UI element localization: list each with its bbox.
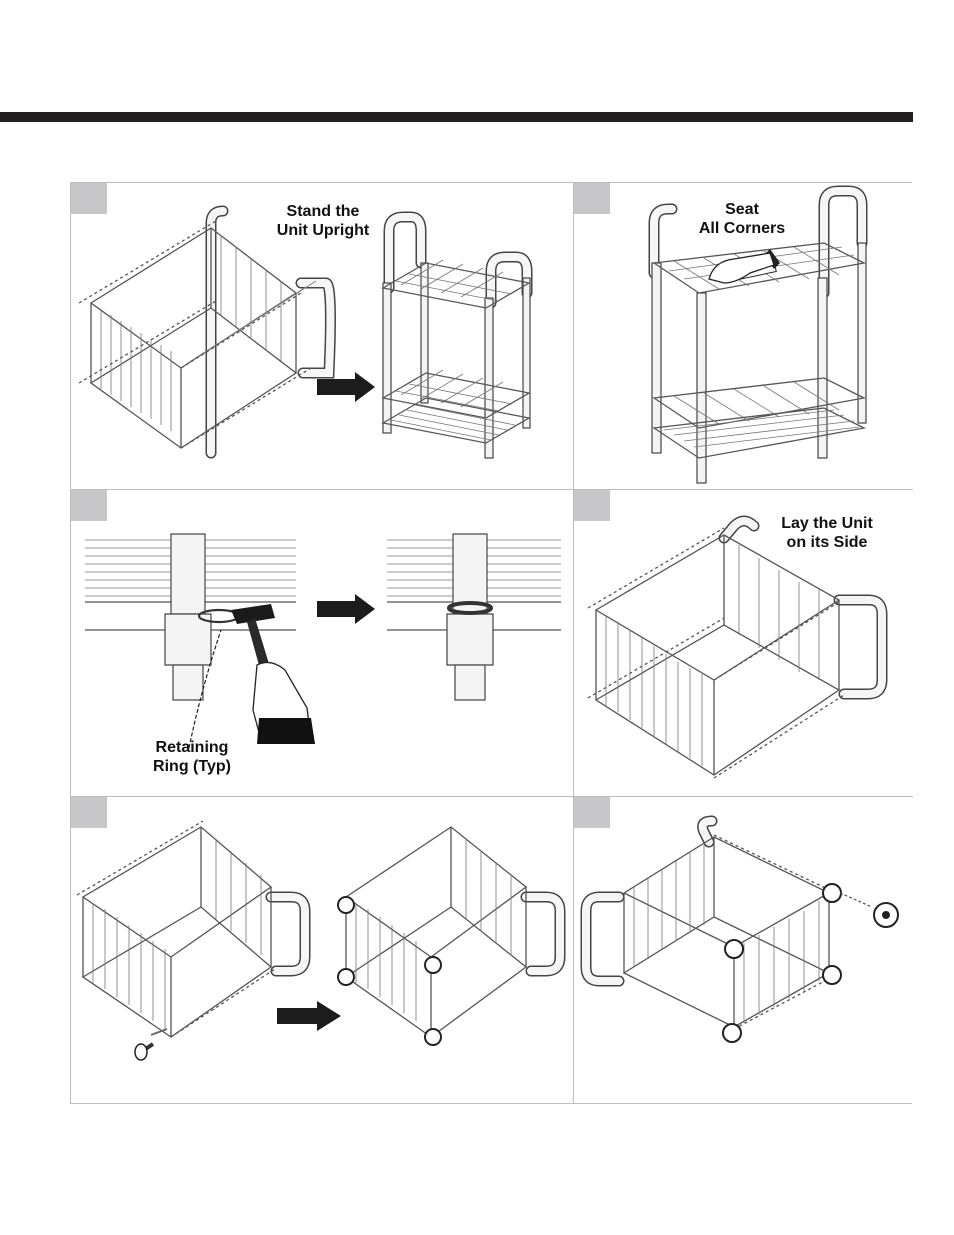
caption-line: Retaining (155, 739, 229, 756)
caption-line: Ring (Typ) (153, 758, 231, 775)
step-panel-5 (71, 797, 574, 1103)
cart-without-casters (76, 820, 311, 1038)
caption-line: Unit Upright (276, 222, 370, 239)
caption-line: on its Side (786, 534, 868, 551)
step-caption: Stand the Unit Upright (267, 202, 379, 240)
step-number-tab (71, 490, 107, 521)
header-bar (0, 112, 913, 122)
post-ladders (78, 220, 312, 449)
instruction-grid: Stand the Unit Upright (70, 182, 913, 1104)
shelf-closeup-before (85, 533, 296, 749)
caster-icon (134, 1042, 155, 1061)
arrow-right-icon (277, 1001, 341, 1031)
step-panel-6 (574, 797, 913, 1103)
lay-unit-on-side-illustration (587, 515, 888, 779)
caption-line: Seat (725, 201, 759, 218)
step-number-tab (71, 797, 107, 828)
step-caption: Seat All Corners (682, 200, 802, 238)
step-number-tab (574, 797, 610, 828)
install-casters-illustration (76, 820, 566, 1061)
shelf-closeup-after (387, 533, 561, 701)
seat-corners-illustration (648, 185, 868, 484)
step-panel-4: Lay the Unit on its Side (574, 490, 913, 797)
step-caption: Lay the Unit on its Side (767, 514, 887, 552)
step-panel-1: Stand the Unit Upright (71, 183, 574, 490)
cart-with-casters (337, 826, 566, 1046)
arrow-right-icon (317, 372, 375, 402)
step-number-tab (574, 490, 610, 521)
step-caption: Retaining Ring (Typ) (137, 738, 247, 776)
step-number-tab (574, 183, 610, 214)
hand-icon (708, 252, 775, 284)
step-panel-2: Seat All Corners (574, 183, 913, 490)
retaining-ring-illustration (85, 533, 561, 749)
caption-line: All Corners (698, 220, 786, 237)
casters-installed-illustration (580, 815, 899, 1043)
caption-line: Lay the Unit (781, 515, 873, 532)
step-panel-3: Retaining Ring (Typ) (71, 490, 574, 797)
arrow-right-icon (317, 594, 375, 624)
caster-icon (722, 883, 842, 1043)
shelving-unit-on-side-illustration (78, 205, 533, 459)
caster-icon (337, 896, 442, 1046)
step-number-tab (71, 183, 107, 214)
upright-cart (381, 211, 533, 459)
wire-shelf (89, 227, 317, 449)
caption-line: Stand the (286, 203, 360, 220)
